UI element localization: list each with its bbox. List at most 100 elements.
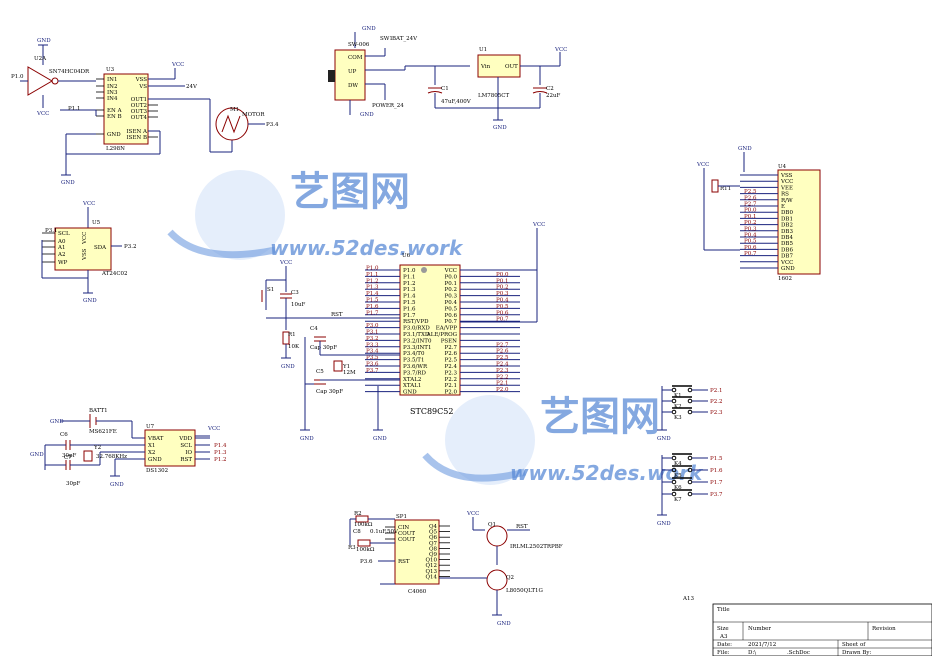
u6-pin-right: P0.2 bbox=[445, 287, 457, 293]
sp1-ref: SP1 bbox=[396, 514, 407, 520]
watermark-1: 艺图网 www.52des.work bbox=[167, 169, 464, 260]
gnd-label-keys-bottom: GND bbox=[657, 521, 671, 527]
u6-pin-right: P0.5 bbox=[445, 306, 458, 312]
u6-net-right: P2.1 bbox=[496, 381, 508, 387]
u1-out: OUT bbox=[505, 64, 518, 70]
gnd-label-u5: GND bbox=[83, 298, 97, 304]
r2-value: 100kΩ bbox=[354, 522, 373, 528]
u5-pin-left: WP bbox=[58, 260, 68, 266]
size-label: Size bbox=[717, 626, 729, 632]
u6-net-left: P3.4 bbox=[366, 349, 379, 355]
u6-pin-right: P0.7 bbox=[445, 319, 458, 325]
title-block: Title Size A3 Number Revision Date: 2021… bbox=[712, 603, 932, 656]
u4-net: P0.5 bbox=[744, 239, 757, 245]
u4-pin: RS bbox=[781, 192, 789, 198]
u1-part: LM7805CT bbox=[478, 93, 509, 99]
u7-pin-left: VBAT bbox=[147, 436, 164, 442]
rtc-section: BATT1 MS621FE GND U7 DS1302 VBATX1X2GNDV… bbox=[30, 408, 227, 488]
u7-pin-left: X2 bbox=[148, 450, 155, 456]
u4-net: P0.1 bbox=[744, 214, 756, 220]
sheet-size-mark: A13 bbox=[682, 596, 694, 602]
motor-part: MOTOR bbox=[242, 112, 265, 118]
sw-ref: SW1 bbox=[380, 36, 393, 42]
key-net: P1.5 bbox=[710, 456, 723, 462]
u6-ref: U6 bbox=[402, 253, 411, 259]
c2-ref: C2 bbox=[546, 86, 554, 92]
gnd-label-caps: GND bbox=[30, 452, 44, 458]
gnd-label-u6: GND bbox=[373, 436, 387, 442]
u6-pin-left: P3.7/RD bbox=[403, 370, 426, 376]
c3-ref: C3 bbox=[291, 290, 299, 296]
u6-pin-right: P2.3 bbox=[445, 370, 458, 376]
u3-pin-left: IN3 bbox=[107, 90, 118, 96]
u7-pin-left: X1 bbox=[148, 443, 155, 449]
u6-net-left: P1.6 bbox=[366, 304, 379, 310]
u6-pin-right: P0.0 bbox=[445, 274, 458, 280]
u3-supply-net: 24V bbox=[186, 84, 198, 90]
u3-pin-right: OUT2 bbox=[131, 103, 147, 109]
bat-ref: BATT1 bbox=[89, 408, 108, 414]
u5-ref: U5 bbox=[92, 220, 101, 226]
date-value: 2021/7/12 bbox=[748, 642, 776, 648]
c7-ref: C7 bbox=[64, 455, 72, 461]
lcd-section: GND VCC RT1 U4 1602 VSSVCCVEERSR/WEDB0DB… bbox=[696, 146, 821, 282]
u3-pin-right: OUT1 bbox=[131, 97, 147, 103]
c8-value: 0.1uF,50V bbox=[370, 529, 399, 535]
u5-pin-left: A2 bbox=[57, 252, 65, 258]
c6-ref: C6 bbox=[60, 432, 68, 438]
vcc-label-u6: VCC bbox=[532, 222, 545, 228]
u6-net-left: P1.1 bbox=[366, 272, 378, 278]
c4-value: Cap 30pF bbox=[310, 345, 337, 351]
u7-net: P1.2 bbox=[214, 457, 226, 463]
u6-net-left: P1.2 bbox=[366, 278, 378, 284]
sp1-pin-right: Q5 bbox=[429, 530, 438, 536]
r1-value: 10K bbox=[288, 344, 300, 350]
c4-ref: C4 bbox=[310, 326, 318, 332]
mcu-section: U6 STC89C52 P1.0P1.0P1.1P1.1P1.2P1.2P1.3… bbox=[365, 222, 545, 442]
u4-net: P0.6 bbox=[744, 245, 757, 251]
u6-net-left: P3.2 bbox=[366, 336, 378, 342]
u6-net-left: P3.5 bbox=[366, 355, 379, 361]
u6-net-left: P1.4 bbox=[366, 291, 379, 297]
u4-pin: DB2 bbox=[781, 223, 793, 229]
u3-pin-left: IN1 bbox=[107, 77, 117, 83]
u6-net-right: P0.5 bbox=[496, 304, 509, 310]
u6-pin-left: P3.6/WR bbox=[403, 364, 428, 370]
u6-pin-left: RST/VPD bbox=[403, 319, 429, 325]
sp1-pin-right: Q6 bbox=[429, 535, 438, 541]
u4-net: P0.4 bbox=[744, 233, 757, 239]
u4-net: P2.5 bbox=[744, 189, 757, 195]
watermark-title: 艺图网 bbox=[290, 169, 410, 215]
file-ext: .SchDoc bbox=[787, 650, 810, 656]
u4-pin: VCC bbox=[780, 179, 793, 185]
vcc-label-reset: VCC bbox=[279, 260, 292, 266]
u6-net-right: P0.6 bbox=[496, 310, 509, 316]
u6-net-left: P1.3 bbox=[366, 285, 379, 291]
u6-net-right: P2.3 bbox=[496, 368, 509, 374]
u4-ref: U4 bbox=[778, 164, 787, 170]
c6-value: 30pF bbox=[62, 453, 77, 459]
u6-pin-right: P2.6 bbox=[445, 351, 458, 357]
gnd-label-u1: GND bbox=[493, 125, 507, 131]
gnd-label-sw: GND bbox=[362, 26, 376, 32]
watermark-url-2: www.52des.work bbox=[510, 461, 704, 485]
u6-part: STC89C52 bbox=[410, 407, 453, 416]
c1-value: 47uF,400V bbox=[441, 99, 472, 105]
size-value: A3 bbox=[719, 634, 728, 640]
gnd-label: GND bbox=[37, 38, 51, 44]
c8-ref: C8 bbox=[353, 529, 361, 535]
u6-net-right: P2.5 bbox=[496, 355, 509, 361]
u6-pin-right: P0.1 bbox=[445, 281, 457, 287]
date-label: Date: bbox=[717, 642, 732, 648]
u6-pin-left: P1.6 bbox=[403, 306, 416, 312]
gnd-label-u7: GND bbox=[110, 482, 124, 488]
u7-ref: U7 bbox=[146, 424, 155, 430]
y1-crystal bbox=[333, 360, 343, 372]
u2a-ref: U2A bbox=[34, 56, 47, 62]
key-net: P1.6 bbox=[710, 468, 723, 474]
u3-pin-right: VS bbox=[138, 84, 147, 90]
sp1-part: C4060 bbox=[408, 589, 427, 595]
key-label: K5 bbox=[674, 473, 682, 479]
u4-net: P0.0 bbox=[744, 208, 757, 214]
sp1-pin-left: COUT bbox=[398, 531, 415, 537]
